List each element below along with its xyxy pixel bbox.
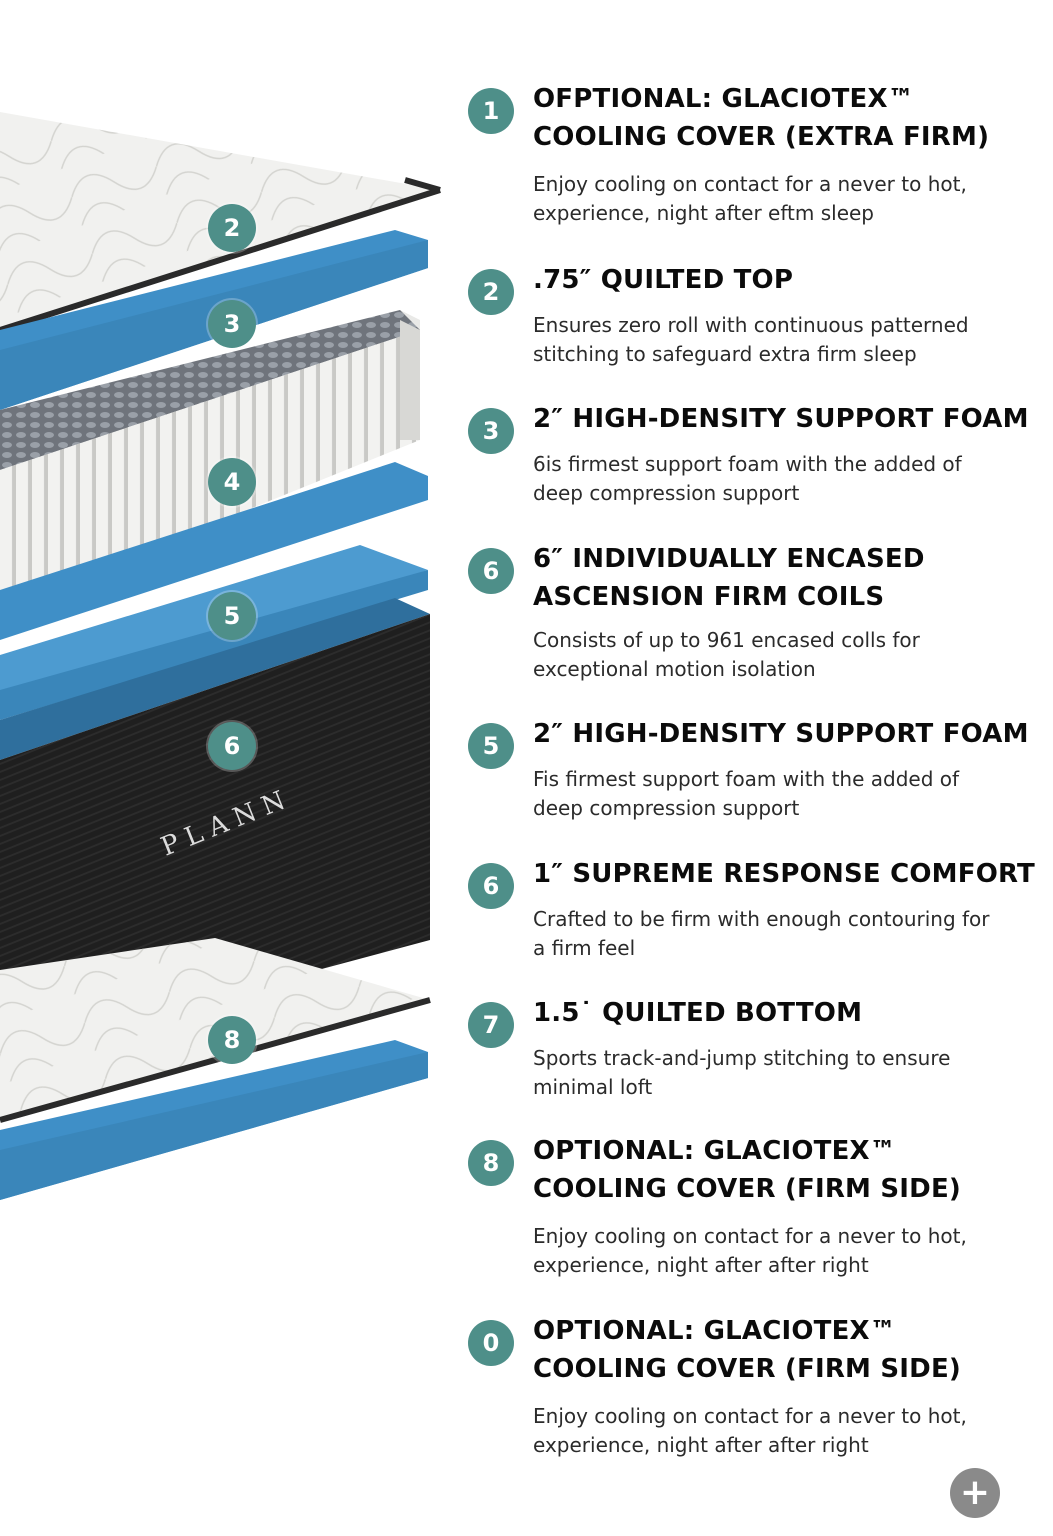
item-number-badge: 8 [468, 1140, 514, 1186]
layer-badge: 5 [208, 592, 256, 640]
item-description: Ensures zero roll with continuous patter… [533, 313, 969, 366]
item-description: Consists of up to 961 encased colls for … [533, 628, 920, 681]
item-number-badge: 0 [468, 1320, 514, 1366]
item-number-badge: 1 [468, 88, 514, 134]
item-description: 6is firmest support foam with the added … [533, 452, 962, 505]
item-title: 1.5˙ QUILTED BOTTOM [533, 998, 863, 1028]
expand-button[interactable]: + [950, 1468, 1000, 1518]
item-title: 6″ INDIVIDUALLY ENCASED ASCENSION FIRM C… [533, 544, 925, 612]
item-description: Enjoy cooling on contact for a never to … [533, 172, 967, 225]
base-layer: PLANN [0, 598, 430, 1055]
layer-badge: 2 [208, 204, 256, 252]
plus-icon: + [959, 1472, 991, 1513]
layer-badge: 4 [208, 458, 256, 506]
item-number-badge: 6 [468, 548, 514, 594]
item-number-badge: 3 [468, 408, 514, 454]
item-title: 2″ HIGH-DENSITY SUPPORT FOAM [533, 719, 1029, 749]
item-title: OFPTIONAL: GLACIOTEX™ COOLING COVER (EXT… [533, 84, 990, 152]
item-description: Fis firmest support foam with the added … [533, 767, 960, 820]
foam-layer-bottom [0, 1040, 428, 1200]
item-title: OPTIONAL: GLACIOTEX™ COOLING COVER (FIRM… [533, 1316, 962, 1384]
item-description: Enjoy cooling on contact for a never to … [533, 1404, 967, 1457]
item-title: OPTIONAL: GLACIOTEX™ COOLING COVER (FIRM… [533, 1136, 962, 1204]
item-description: Crafted to be firm with enough contourin… [533, 907, 990, 960]
layer-badge: 8 [208, 1016, 256, 1064]
item-title: 1″ SUPREME RESPONSE COMFORT [533, 859, 1035, 889]
item-number-badge: 6 [468, 863, 514, 909]
foam-layer-middle [0, 462, 428, 640]
item-description: Sports track-and-jump stitching to ensur… [533, 1046, 951, 1099]
layer-badge: 6 [208, 722, 256, 770]
layer-badge: 3 [208, 300, 256, 348]
item-number-badge: 7 [468, 1002, 514, 1048]
item-description: Enjoy cooling on contact for a never to … [533, 1224, 967, 1277]
item-title: .75″ QUILTED TOP [533, 265, 794, 295]
item-number-badge: 2 [468, 269, 514, 315]
item-number-badge: 5 [468, 723, 514, 769]
item-title: 2″ HIGH-DENSITY SUPPORT FOAM [533, 404, 1029, 434]
